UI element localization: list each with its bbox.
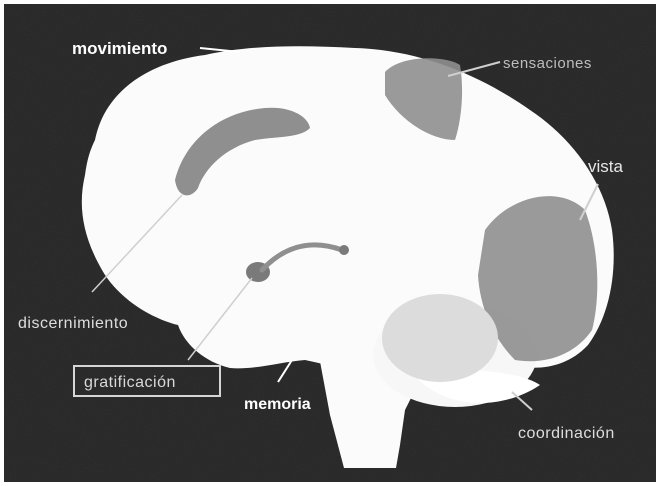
label-coordinacion: coordinación	[518, 425, 615, 442]
label-discernimiento: discernimiento	[18, 315, 128, 332]
label-memoria: memoria	[244, 396, 311, 413]
label-sensaciones: sensaciones	[503, 55, 592, 72]
label-gratificacion: gratificación	[84, 374, 176, 391]
pathway-end-dot	[339, 245, 349, 255]
label-movimiento: movimiento	[72, 39, 167, 58]
region-coordinacion	[382, 294, 498, 382]
label-vista: vista	[588, 157, 624, 176]
